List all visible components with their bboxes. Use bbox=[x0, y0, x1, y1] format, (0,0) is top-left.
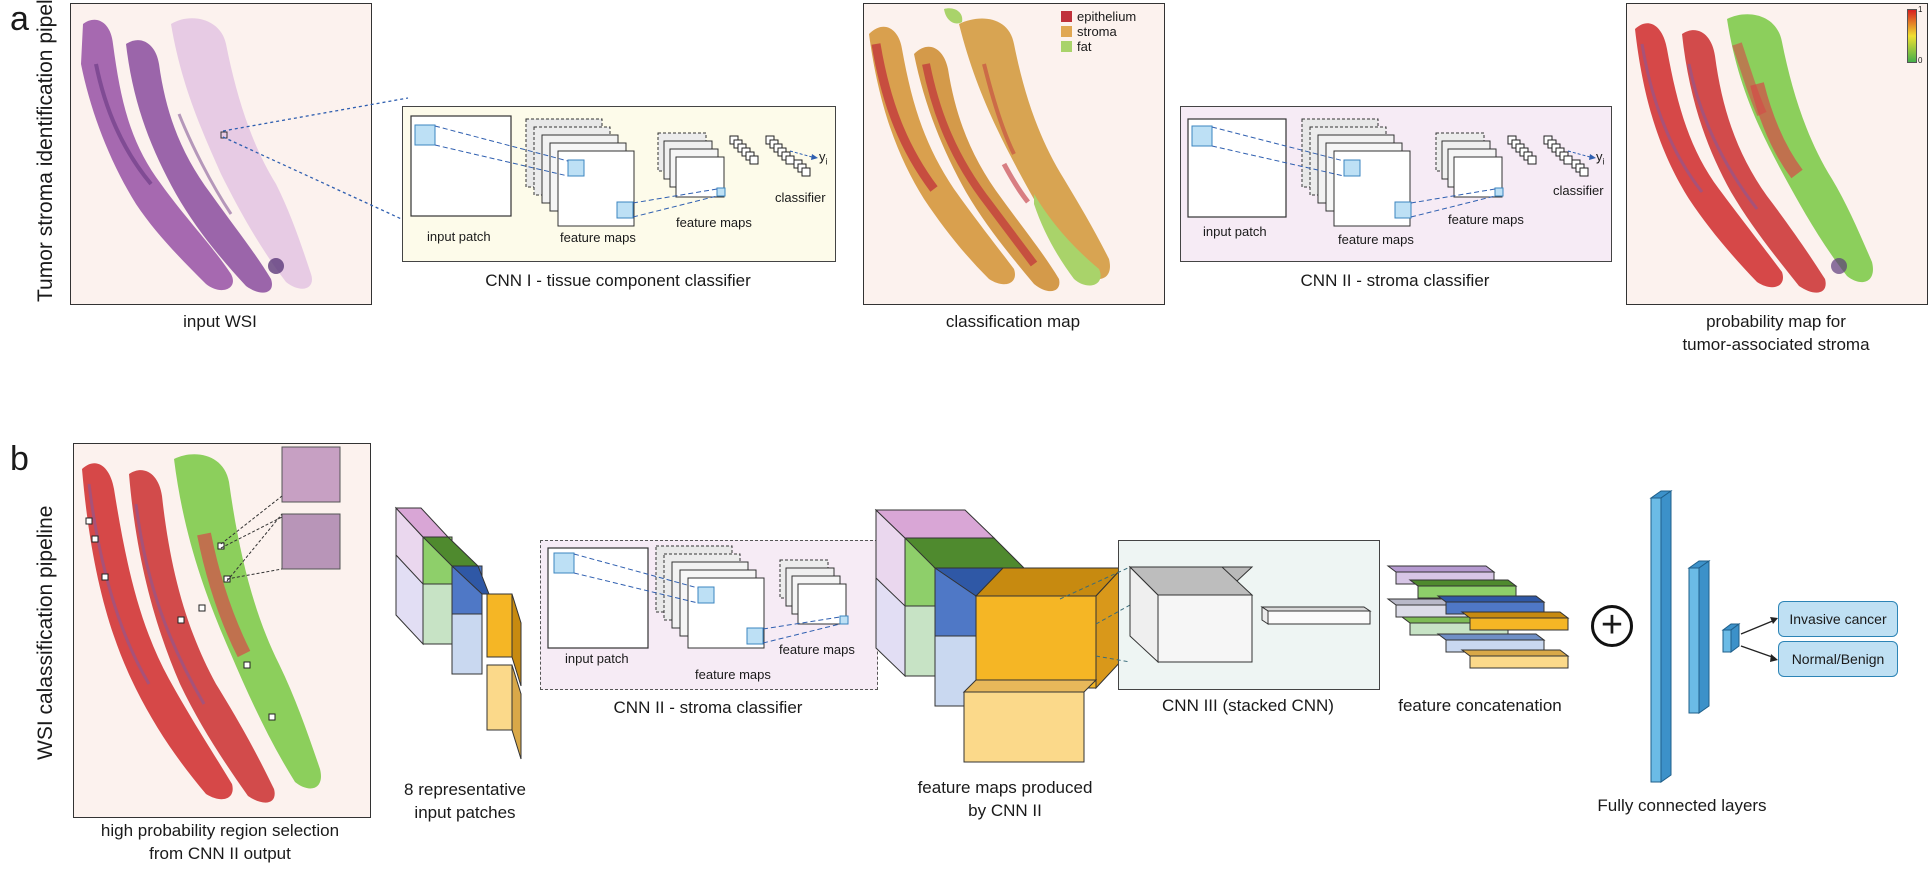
probability-map-image: 1 0 bbox=[1626, 3, 1928, 305]
output-normal-benign: Normal/Benign bbox=[1778, 641, 1898, 677]
cnn2-b-input-patch-label: input patch bbox=[565, 651, 629, 666]
feature-maps-caption-line2: by CNN II bbox=[968, 800, 1042, 820]
probability-map-caption: probability map for tumor-associated str… bbox=[1626, 311, 1926, 357]
legend-item-stroma: stroma bbox=[1061, 24, 1136, 39]
cnn2-output-label: yi bbox=[1596, 149, 1605, 167]
cnn1-output-label: yi bbox=[819, 149, 828, 167]
output-invasive-cancer: Invasive cancer bbox=[1778, 601, 1898, 637]
colorbar-min-label: 0 bbox=[1918, 56, 1923, 65]
classification-map-caption: classification map bbox=[945, 312, 1081, 331]
cnn1-caption: CNN I - tissue component classifier bbox=[485, 271, 751, 290]
legend-item-fat: fat bbox=[1061, 39, 1136, 54]
legend-swatch-fat bbox=[1061, 41, 1072, 52]
patches-caption: 8 representative input patches bbox=[390, 779, 540, 825]
fully-connected-caption: Fully connected layers bbox=[1597, 796, 1767, 815]
classification-legend: epithelium stroma fat bbox=[1061, 9, 1136, 54]
cnn2-b-caption: CNN II - stroma classifier bbox=[613, 698, 803, 717]
probability-map-caption-line2: tumor-associated stroma bbox=[1682, 334, 1870, 354]
classification-map-image bbox=[863, 3, 1165, 305]
region-caption-line1: high probability region selection bbox=[100, 821, 340, 840]
cnn2-b-feature-maps-label-1: feature maps bbox=[695, 667, 771, 682]
legend-item-epithelium: epithelium bbox=[1061, 9, 1136, 24]
panel-a-letter: a bbox=[10, 0, 29, 38]
panel-b-letter: b bbox=[10, 440, 29, 478]
cnn1-classifier-label: classifier bbox=[775, 190, 826, 205]
cnn2-classifier-label: classifier bbox=[1553, 183, 1604, 198]
cnn1-feature-maps-label-2: feature maps bbox=[676, 215, 752, 230]
legend-label-fat: fat bbox=[1077, 39, 1092, 54]
legend-label-stroma: stroma bbox=[1077, 24, 1117, 39]
high-probability-region-image bbox=[73, 443, 371, 818]
feature-maps-caption: feature maps produced by CNN II bbox=[880, 777, 1130, 823]
concatenation-caption: feature concatenation bbox=[1398, 696, 1562, 715]
region-caption-line2: from CNN II output bbox=[149, 843, 291, 863]
cnn2-input-patch-label: input patch bbox=[1203, 224, 1267, 239]
region-caption: high probability region selection from C… bbox=[60, 820, 380, 866]
plus-icon: + bbox=[1591, 605, 1633, 647]
feature-maps-caption-line1: feature maps produced bbox=[917, 778, 1093, 797]
patches-caption-line1: 8 representative bbox=[404, 780, 526, 799]
output-invasive-cancer-label: Invasive cancer bbox=[1789, 611, 1887, 627]
cnn1-feature-maps-label-1: feature maps bbox=[560, 230, 636, 245]
colorbar-max-label: 1 bbox=[1918, 5, 1923, 14]
cnn2-feature-maps-label-1: feature maps bbox=[1338, 232, 1414, 247]
output-normal-benign-label: Normal/Benign bbox=[1791, 651, 1885, 667]
cnn2-b-feature-maps-label-2: feature maps bbox=[779, 642, 855, 657]
cnn2-feature-maps-label-2: feature maps bbox=[1448, 212, 1524, 227]
input-wsi-image bbox=[70, 3, 372, 305]
probability-map-caption-line1: probability map for bbox=[1706, 312, 1846, 331]
patches-caption-line2: input patches bbox=[414, 802, 516, 822]
legend-swatch-epithelium bbox=[1061, 11, 1072, 22]
plus-symbol: + bbox=[1600, 603, 1624, 646]
input-wsi-caption: input WSI bbox=[183, 312, 257, 331]
legend-label-epithelium: epithelium bbox=[1077, 9, 1137, 24]
cnn3-caption: CNN III (stacked CNN) bbox=[1162, 696, 1334, 715]
cnn1-input-patch-label: input patch bbox=[427, 229, 491, 244]
legend-swatch-stroma bbox=[1061, 26, 1072, 37]
cnn2-caption: CNN II - stroma classifier bbox=[1300, 271, 1490, 290]
probability-colorbar bbox=[1907, 9, 1917, 63]
